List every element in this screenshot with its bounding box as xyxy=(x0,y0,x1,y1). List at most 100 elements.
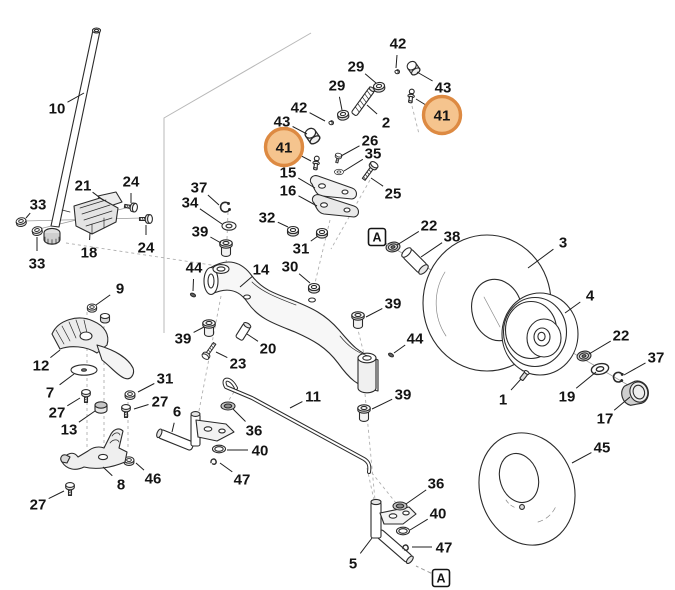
part-label-2-42[interactable]: 2 xyxy=(366,104,390,131)
part-number-13: 13 xyxy=(61,421,78,438)
part-number-41: 41 xyxy=(434,107,451,124)
part-label-33-1[interactable]: 33 xyxy=(25,196,46,219)
part-label-12-8[interactable]: 12 xyxy=(33,349,61,374)
part-label-29-44[interactable]: 29 xyxy=(329,77,346,111)
part-number-11: 11 xyxy=(305,388,321,405)
part-number-30: 30 xyxy=(282,258,299,275)
part-label-39-61[interactable]: 39 xyxy=(365,295,401,318)
part-label-37-56[interactable]: 37 xyxy=(623,349,664,376)
part-label-46-16[interactable]: 46 xyxy=(135,462,161,487)
part-label-16-38[interactable]: 16 xyxy=(280,182,318,207)
part-label-40-24[interactable]: 40 xyxy=(409,505,447,531)
part-label-18-6[interactable]: 18 xyxy=(81,232,98,261)
part-label-39-62[interactable]: 39 xyxy=(371,386,411,410)
part-label-44-60[interactable]: 44 xyxy=(393,330,424,354)
part-drawing-steering-shaft-10 xyxy=(43,27,102,245)
part-number-42: 42 xyxy=(390,35,407,52)
part-number-8: 8 xyxy=(117,476,125,493)
part-label-27-13[interactable]: 27 xyxy=(133,393,168,410)
part-label-14-30[interactable]: 14 xyxy=(239,261,270,288)
part-label-42-48[interactable]: 42 xyxy=(291,99,326,122)
part-label-29-43[interactable]: 29 xyxy=(348,58,377,84)
part-number-14: 14 xyxy=(253,261,270,278)
part-number-31: 31 xyxy=(293,240,310,257)
part-label-21-3[interactable]: 21 xyxy=(75,177,104,201)
part-label-10-0[interactable]: 10 xyxy=(49,92,85,117)
part-label-42-45[interactable]: 42 xyxy=(390,35,407,69)
part-label-36-18[interactable]: 36 xyxy=(232,408,262,439)
part-label-39-32[interactable]: 39 xyxy=(175,326,205,347)
part-label-43-49[interactable]: 43 xyxy=(274,113,308,135)
part-label-39-26[interactable]: 39 xyxy=(192,223,222,244)
part-label-13-11[interactable]: 13 xyxy=(61,410,96,438)
part-label-37-27[interactable]: 37 xyxy=(191,179,220,206)
part-label-32-35[interactable]: 32 xyxy=(259,209,289,228)
leader-line-41-50 xyxy=(301,155,312,162)
part-label-35-40[interactable]: 35 xyxy=(343,145,381,172)
part-label-8-15[interactable]: 8 xyxy=(102,466,125,493)
part-label-1-59[interactable]: 1 xyxy=(499,378,522,408)
part-label-20-34[interactable]: 20 xyxy=(246,333,276,357)
part-label-31-36[interactable]: 31 xyxy=(293,235,319,257)
part-number-4: 4 xyxy=(586,287,595,304)
part-label-27-17[interactable]: 27 xyxy=(30,490,65,513)
part-label-36-23[interactable]: 36 xyxy=(405,475,444,505)
leader-line-13-11 xyxy=(78,410,96,423)
part-label-40-19[interactable]: 40 xyxy=(227,442,268,459)
part-drawing-axle-beam-14 xyxy=(203,261,379,394)
view-marker-a-0: A xyxy=(367,227,392,248)
part-label-30-31[interactable]: 30 xyxy=(282,258,311,284)
leader-line-8-15 xyxy=(102,466,113,477)
part-label-17-58[interactable]: 17 xyxy=(597,396,631,427)
part-label-9-7[interactable]: 9 xyxy=(95,280,124,306)
part-number-37: 37 xyxy=(191,179,208,196)
part-label-33-2[interactable]: 33 xyxy=(29,237,46,272)
part-label-45-63[interactable]: 45 xyxy=(571,439,610,464)
part-number-1: 1 xyxy=(499,391,507,408)
part-label-44-29[interactable]: 44 xyxy=(186,259,203,292)
part-label-19-57[interactable]: 19 xyxy=(559,371,597,405)
part-label-26-39[interactable]: 26 xyxy=(340,132,378,157)
part-label-7-9[interactable]: 7 xyxy=(46,373,75,401)
part-drawing-nut-32 xyxy=(286,225,300,237)
part-number-2: 2 xyxy=(382,114,390,131)
part-label-5-22[interactable]: 5 xyxy=(349,537,373,572)
part-drawing-nut-22-right xyxy=(575,349,593,363)
part-label-43-46[interactable]: 43 xyxy=(416,71,451,96)
part-drawing-nut-30 xyxy=(307,282,321,294)
part-number-40: 40 xyxy=(430,505,447,522)
part-label-24-4[interactable]: 24 xyxy=(123,173,140,203)
part-label-41-50[interactable]: 41 xyxy=(263,126,312,168)
part-label-6-14[interactable]: 6 xyxy=(171,403,181,433)
part-label-23-33[interactable]: 23 xyxy=(215,351,246,372)
part-label-34-28[interactable]: 34 xyxy=(182,194,223,225)
part-label-47-20[interactable]: 47 xyxy=(219,462,250,488)
part-label-11-21[interactable]: 11 xyxy=(289,388,321,409)
part-label-15-37[interactable]: 15 xyxy=(280,164,316,189)
part-label-4-54[interactable]: 4 xyxy=(564,287,595,314)
part-label-47-25[interactable]: 47 xyxy=(412,539,452,556)
part-drawing-nut-29b xyxy=(336,109,350,122)
leader-line-21-3 xyxy=(92,191,104,201)
highlight-circle-41[interactable] xyxy=(263,126,305,168)
part-label-22-55[interactable]: 22 xyxy=(588,327,629,355)
part-label-22-51[interactable]: 22 xyxy=(396,217,437,246)
part-number-44: 44 xyxy=(407,330,424,347)
part-label-31-12[interactable]: 31 xyxy=(137,370,173,393)
part-label-24-5[interactable]: 24 xyxy=(138,225,155,256)
part-label-38-52[interactable]: 38 xyxy=(420,228,460,258)
leader-line-37-27 xyxy=(207,194,220,206)
part-drawing-bracket-18-21 xyxy=(73,191,123,235)
leader-line-20-34 xyxy=(246,333,259,342)
leader-line-36-18 xyxy=(232,408,246,422)
part-label-27-10[interactable]: 27 xyxy=(49,397,81,421)
part-drawing-steering-gear-12 xyxy=(51,317,135,380)
part-drawing-bracket-8 xyxy=(60,428,128,470)
leader-line-25-41 xyxy=(370,177,384,187)
part-label-25-41[interactable]: 25 xyxy=(370,177,401,202)
part-drawing-washer-35 xyxy=(334,168,344,176)
part-label-3-53[interactable]: 3 xyxy=(527,234,567,269)
highlight-circle-41[interactable] xyxy=(421,94,463,136)
part-label-41-47[interactable]: 41 xyxy=(415,94,463,136)
